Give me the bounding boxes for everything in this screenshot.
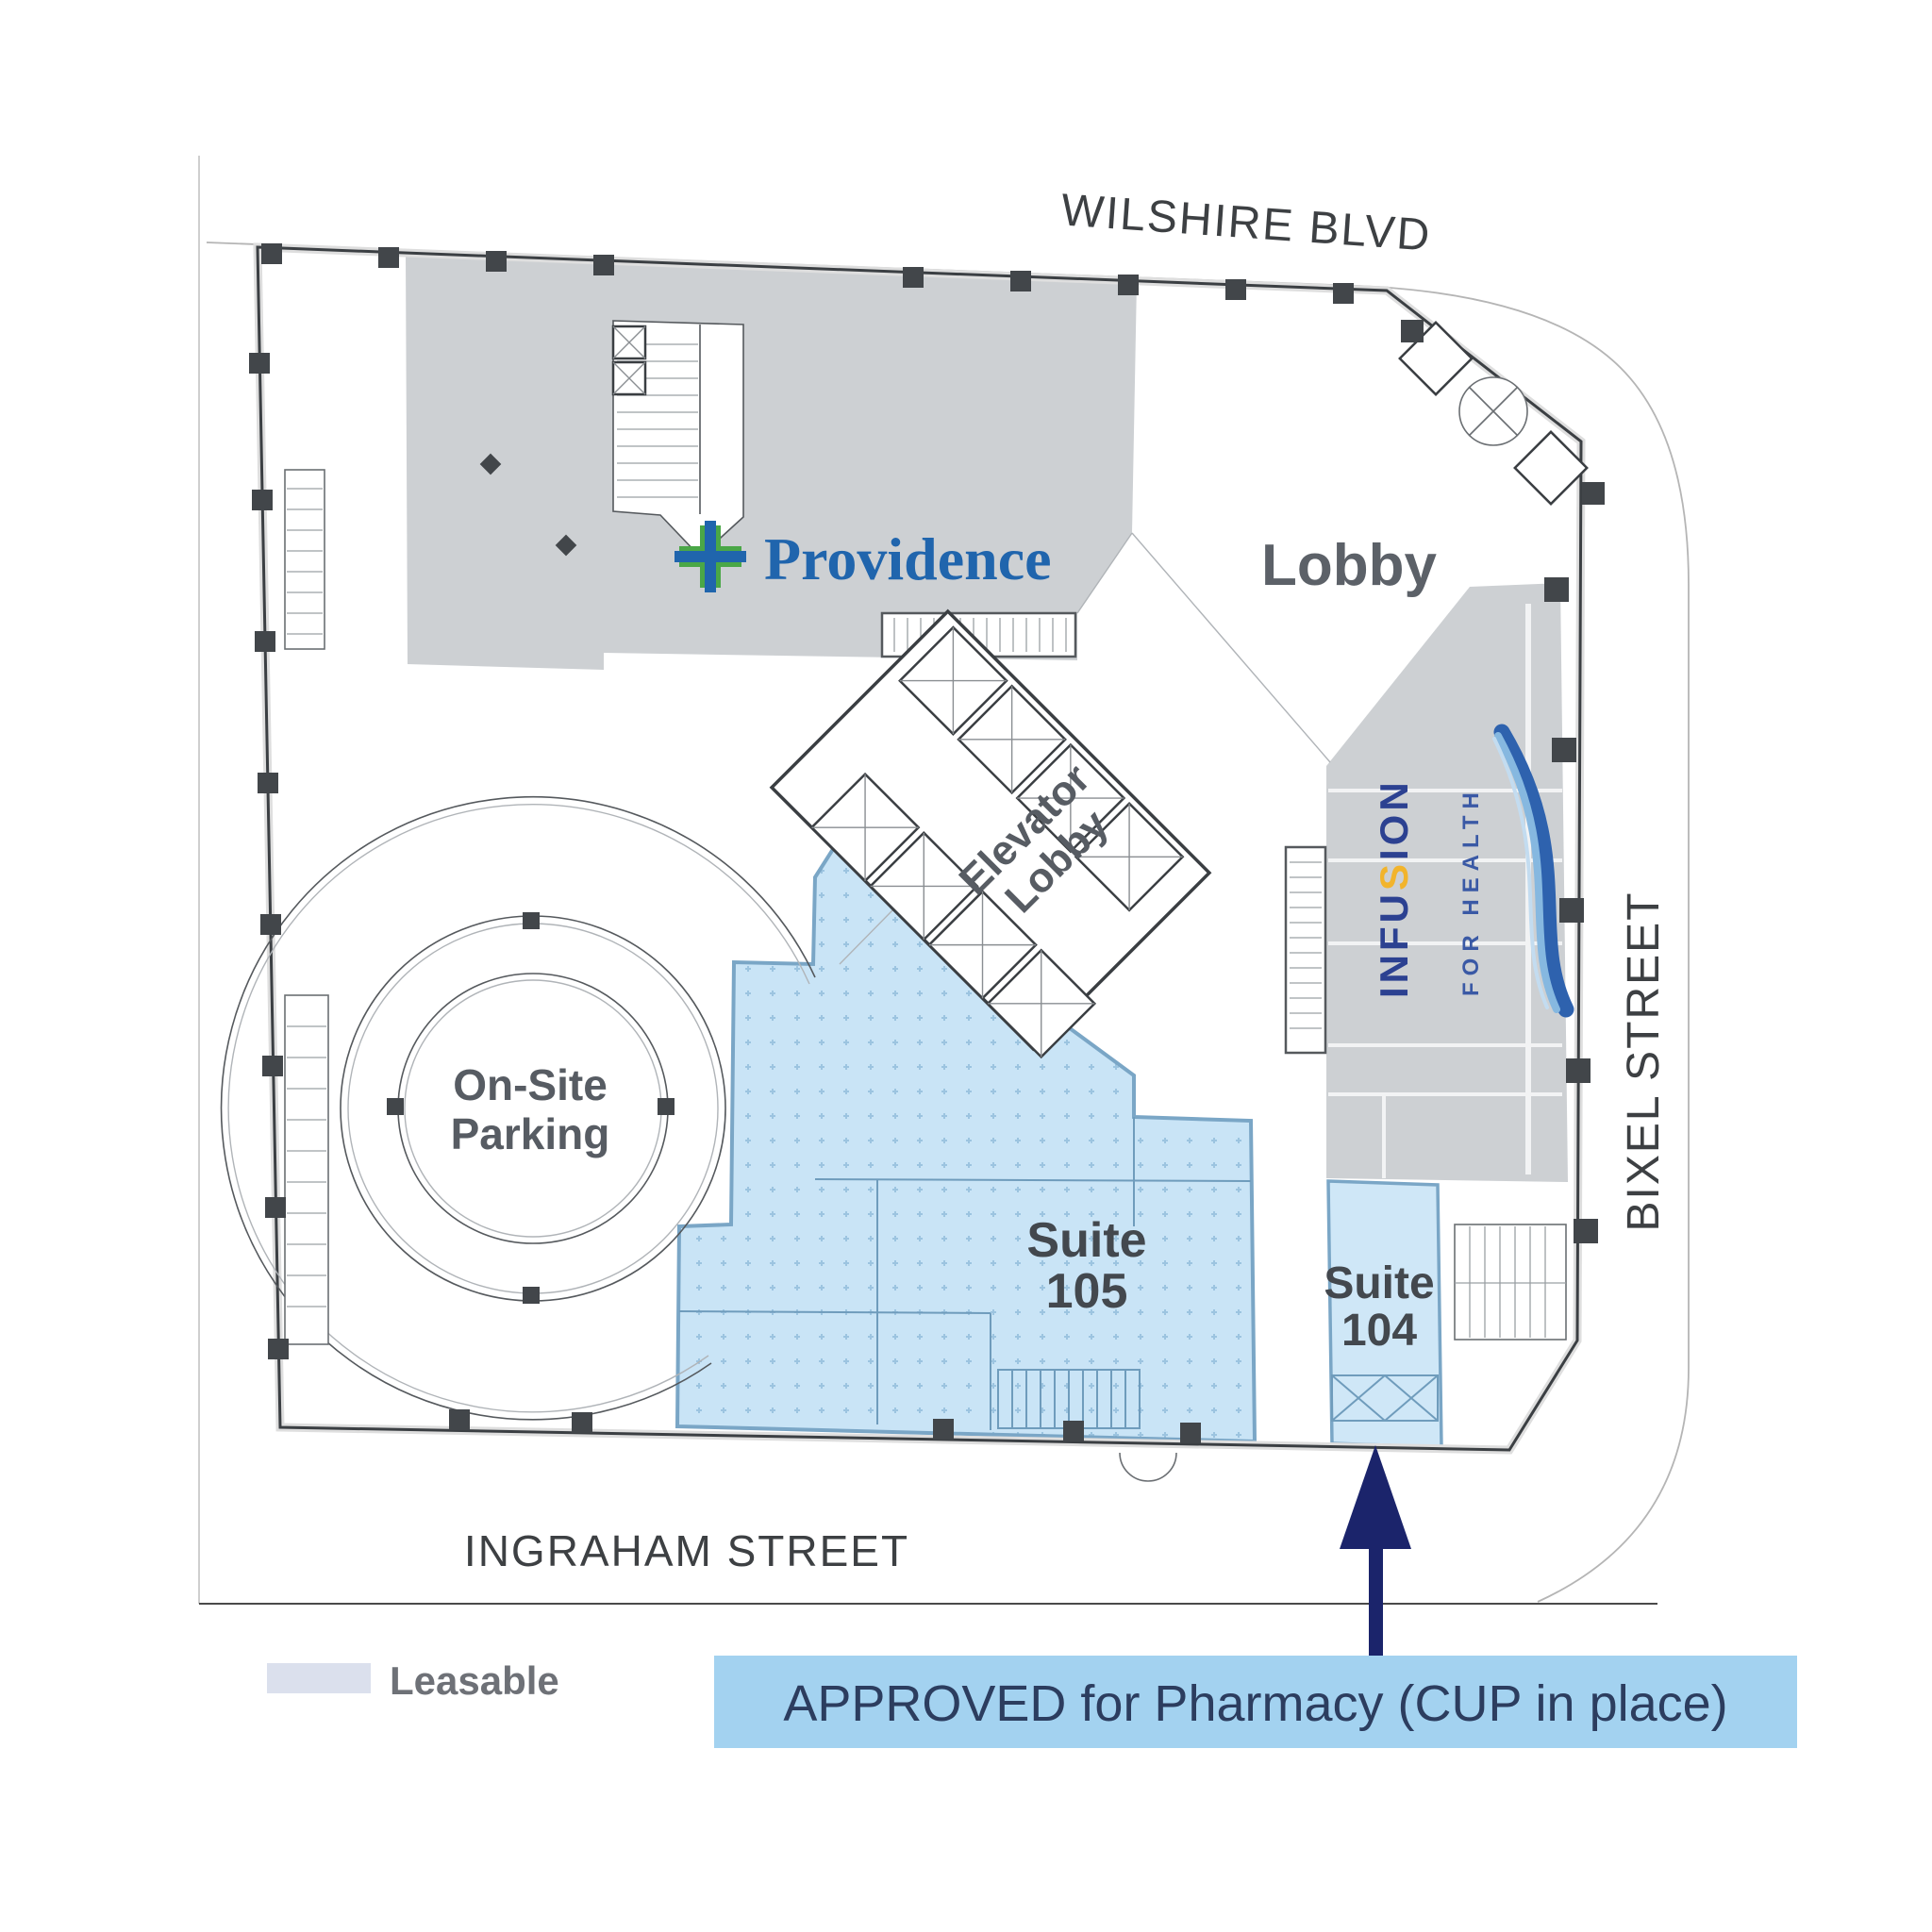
parking-label-line2: Parking xyxy=(451,1109,610,1158)
leasable-suites xyxy=(675,749,1443,1449)
callout-text: APPROVED for Pharmacy (CUP in place) xyxy=(783,1675,1727,1732)
main-entrance xyxy=(1398,320,1605,506)
ground-doors xyxy=(1119,1452,1177,1482)
suite-105-label-line2: 105 xyxy=(1046,1264,1128,1319)
callout-banner xyxy=(714,1656,1797,1748)
elevator-core xyxy=(769,608,1212,1059)
providence-name: Providence xyxy=(764,525,1052,592)
suite-105-stair xyxy=(997,1369,1141,1429)
pharmacy-callout: APPROVED for Pharmacy (CUP in place) xyxy=(714,1445,1797,1748)
legend: Leasable xyxy=(267,1658,559,1703)
columns xyxy=(249,243,1598,1443)
suite-104-label-line1: Suite xyxy=(1324,1258,1434,1308)
street-label-bixel: BIXEL STREET xyxy=(1619,891,1669,1232)
suite-104-label-line2: 104 xyxy=(1341,1306,1417,1356)
suite-105-label-line1: Suite xyxy=(1026,1213,1146,1268)
providence-area xyxy=(406,253,1137,670)
legend-label: Leasable xyxy=(390,1658,559,1703)
left-wall-stair xyxy=(284,994,329,1345)
infusion-name: INFUSION xyxy=(1372,778,1416,998)
providence-cross-icon xyxy=(675,521,746,592)
street-label-wilshire: WILSHIRE BLVD xyxy=(1059,185,1433,260)
suite-105-partitions xyxy=(678,1117,1252,1430)
infusion-wave-icon xyxy=(1492,724,1574,1018)
corridor-escalator xyxy=(1284,845,1327,1055)
parking-label-line1: On-Site xyxy=(453,1060,608,1109)
suite-105-area xyxy=(675,749,1257,1444)
bottom-right-stair xyxy=(1454,1224,1567,1341)
callout-arrow-icon xyxy=(1340,1445,1411,1549)
infusion-tagline: FOR HEALTH xyxy=(1458,786,1484,996)
providence-logo: Providence xyxy=(675,521,1052,592)
upper-left-stair xyxy=(284,469,325,650)
suite-104-braces xyxy=(1331,1374,1439,1422)
stair-core-notch xyxy=(611,320,744,558)
callout-arrow-shaft xyxy=(1369,1543,1383,1657)
site-boundary xyxy=(198,156,1690,1605)
street-label-ingraham: INGRAHAM STREET xyxy=(464,1526,909,1575)
legend-swatch xyxy=(267,1663,371,1693)
building-walls xyxy=(253,242,1586,1455)
infusion-logo: INFUSION FOR HEALTH xyxy=(1372,724,1574,1018)
lobby-label: Lobby xyxy=(1261,533,1437,598)
